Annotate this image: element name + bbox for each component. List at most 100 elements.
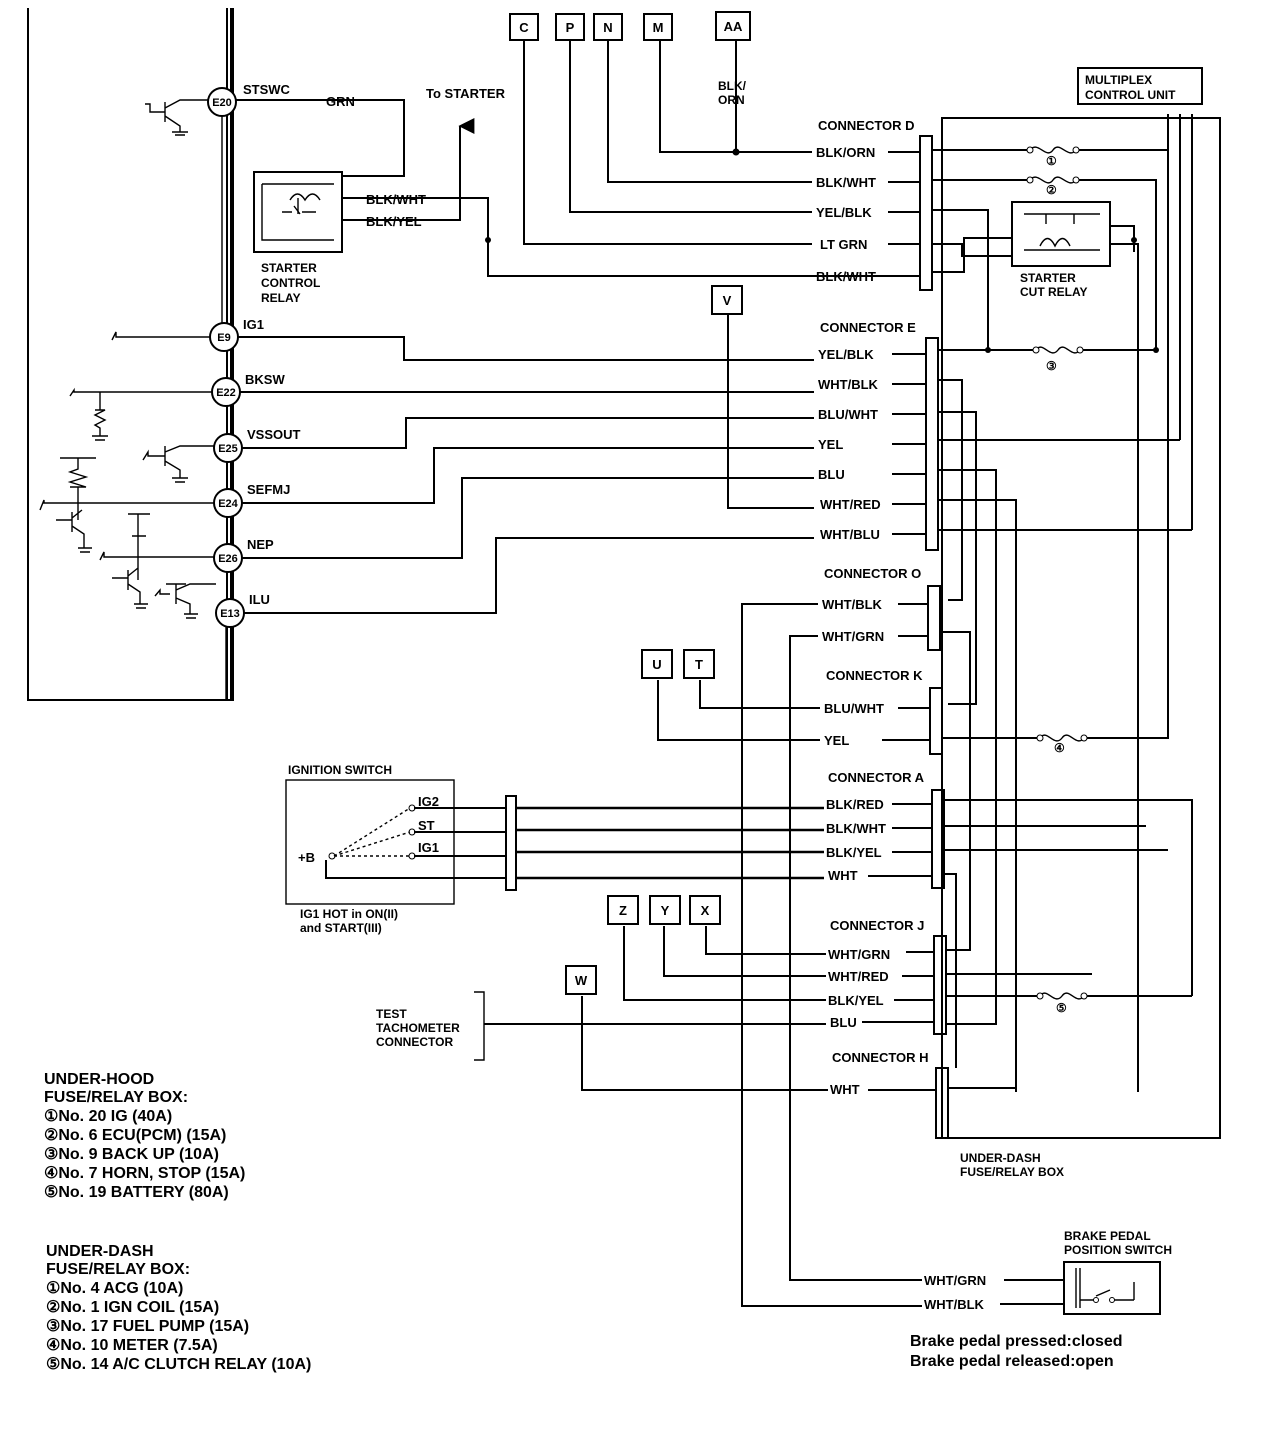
d-wire-5: BLK/WHT <box>816 269 876 284</box>
tach-label-1: TEST <box>376 1007 407 1021</box>
ud-fuse-1-num: ① <box>1046 154 1057 168</box>
ud-fuse-3-num: ③ <box>1046 359 1057 373</box>
ignition-battery: +B <box>298 850 315 865</box>
signal-ilu: ILU <box>249 592 270 607</box>
ignition-st: ST <box>418 818 435 833</box>
brake-note-2: Brake pedal released:open <box>910 1353 1114 1370</box>
signal-stswc: STSWC <box>243 82 291 97</box>
a-wire-4: WHT <box>828 868 858 883</box>
connector-j-wiring: Z Y X WHT/GRN WHT/RED BLK/YEL BLU ⑤ TEST… <box>376 895 1192 1061</box>
legend-uh-item-3: ③No. 9 BACK UP (10A) <box>44 1146 219 1163</box>
pcm-pins: E20 E9 E22 E25 E24 E26 E13 STSWC IG1 BKS… <box>207 82 301 628</box>
brake-title-1: BRAKE PEDAL <box>1064 1229 1151 1243</box>
cut-relay-label-1: STARTER <box>1020 271 1076 285</box>
ignition-title: IGNITION SWITCH <box>288 763 392 777</box>
ignition-ig2: IG2 <box>418 794 439 809</box>
ignition-note-2: and START(III) <box>300 921 382 935</box>
d-wire-2: BLK/WHT <box>816 175 876 190</box>
brake-wire-2: WHT/BLK <box>924 1297 985 1312</box>
pcm-box <box>27 8 234 701</box>
connector-brackets <box>919 135 949 1139</box>
tach-label-2: TACHOMETER <box>376 1021 460 1035</box>
tag-c: C <box>519 20 529 35</box>
brake-note-1: Brake pedal pressed:closed <box>910 1333 1123 1350</box>
e-wire-4: YEL <box>818 437 843 452</box>
k-wire-1: BLU/WHT <box>824 701 884 716</box>
h-wire-1: WHT <box>830 1082 860 1097</box>
aa-wire-2: ORN <box>718 93 745 107</box>
brake-wire-1: WHT/GRN <box>924 1273 986 1288</box>
pin-e22: E22 <box>216 387 236 399</box>
tag-y: Y <box>661 903 670 918</box>
connector-a-label: CONNECTOR A <box>828 770 925 785</box>
tag-n: N <box>603 20 612 35</box>
e-wire-1: YEL/BLK <box>818 347 874 362</box>
d-wire-4: LT GRN <box>820 237 867 252</box>
ud-fuse-2-num: ② <box>1046 183 1057 197</box>
tag-p: P <box>566 20 575 35</box>
ignition-note-1: IG1 HOT in ON(II) <box>300 907 398 921</box>
cut-relay-label-2: CUT RELAY <box>1020 285 1088 299</box>
j-wire-3: BLK/YEL <box>828 993 884 1008</box>
pin-e24: E24 <box>218 498 238 510</box>
d-wire-1: BLK/ORN <box>816 145 875 160</box>
connector-labels: CONNECTOR D CONNECTOR E CONNECTOR O CONN… <box>818 118 929 1065</box>
connector-e-wiring: YEL/BLK WHT/BLK BLU/WHT YEL BLU WHT/RED … <box>238 285 1192 1092</box>
connector-o-label: CONNECTOR O <box>824 566 921 581</box>
legend-uh-title-1: UNDER-HOOD <box>44 1071 154 1088</box>
tag-m: M <box>653 20 664 35</box>
connector-h-wiring: W WHT <box>565 965 1016 1097</box>
starter-control-relay: STARTER CONTROL RELAY <box>253 171 343 305</box>
underdash-fuse-box: UNDER-DASH FUSE/RELAY BOX <box>941 117 1221 1179</box>
multiplex-control-unit: MULTIPLEX CONTROL UNIT <box>1077 67 1203 105</box>
underdash-label-2: FUSE/RELAY BOX <box>960 1165 1064 1179</box>
e-wire-6: WHT/RED <box>820 497 881 512</box>
tag-u: U <box>652 657 661 672</box>
legend-underdash: UNDER-DASH FUSE/RELAY BOX: ①No. 4 ACG (1… <box>46 1243 311 1373</box>
ud-fuse-4-num: ④ <box>1054 741 1065 755</box>
e-wire-3: BLU/WHT <box>818 407 878 422</box>
legend-uh-title-2: FUSE/RELAY BOX: <box>44 1089 188 1106</box>
signal-bksw: BKSW <box>245 372 285 387</box>
wire-grn: GRN <box>326 94 355 109</box>
tach-label-3: CONNECTOR <box>376 1035 453 1049</box>
legend-ud-item-5: ⑤No. 14 A/C CLUTCH RELAY (10A) <box>46 1356 311 1373</box>
k-wire-2: YEL <box>824 733 849 748</box>
brake-title-2: POSITION SWITCH <box>1064 1243 1172 1257</box>
tag-w: W <box>575 973 588 988</box>
legend-ud-item-1: ①No. 4 ACG (10A) <box>46 1280 183 1297</box>
connector-d-label: CONNECTOR D <box>818 118 915 133</box>
pin-e26: E26 <box>218 553 238 565</box>
relay-label-3: RELAY <box>261 291 301 305</box>
relay-label-2: CONTROL <box>261 276 320 290</box>
top-tags: C P N M AA BLK/ ORN <box>509 11 751 107</box>
tag-z: Z <box>619 903 627 918</box>
d-wire-3: YEL/BLK <box>816 205 872 220</box>
a-wire-1: BLK/RED <box>826 797 884 812</box>
ignition-ig1: IG1 <box>418 840 439 855</box>
o-wire-1: WHT/BLK <box>822 597 883 612</box>
tag-x: X <box>701 903 710 918</box>
legend-ud-item-4: ④No. 10 METER (7.5A) <box>46 1337 218 1354</box>
j-wire-1: WHT/GRN <box>828 947 890 962</box>
legend-uh-item-5: ⑤No. 19 BATTERY (80A) <box>44 1184 229 1201</box>
starter-wiring: GRN BLK/WHT BLK/YEL To STARTER <box>236 86 900 277</box>
e-wire-2: WHT/BLK <box>818 377 879 392</box>
mcu-label-1: MULTIPLEX <box>1085 73 1152 87</box>
legend-ud-item-3: ③No. 17 FUEL PUMP (15A) <box>46 1318 249 1335</box>
signal-vssout: VSSOUT <box>247 427 301 442</box>
connector-d-wiring: BLK/ORN BLK/WHT YEL/BLK LT GRN BLK/WHT <box>523 40 920 284</box>
connector-j-label: CONNECTOR J <box>830 918 924 933</box>
ud-fuse-5-num: ⑤ <box>1056 1001 1067 1015</box>
legend-uh-item-1: ①No. 20 IG (40A) <box>44 1108 172 1125</box>
tag-t: T <box>695 657 703 672</box>
legend-ud-title-2: FUSE/RELAY BOX: <box>46 1261 190 1278</box>
e-wire-5: BLU <box>818 467 845 482</box>
signal-ig1: IG1 <box>243 317 264 332</box>
tag-aa: AA <box>724 19 743 34</box>
a-wire-2: BLK/WHT <box>826 821 886 836</box>
o-wire-2: WHT/GRN <box>822 629 884 644</box>
pin-e9: E9 <box>217 332 230 344</box>
e-wire-7: WHT/BLU <box>820 527 880 542</box>
